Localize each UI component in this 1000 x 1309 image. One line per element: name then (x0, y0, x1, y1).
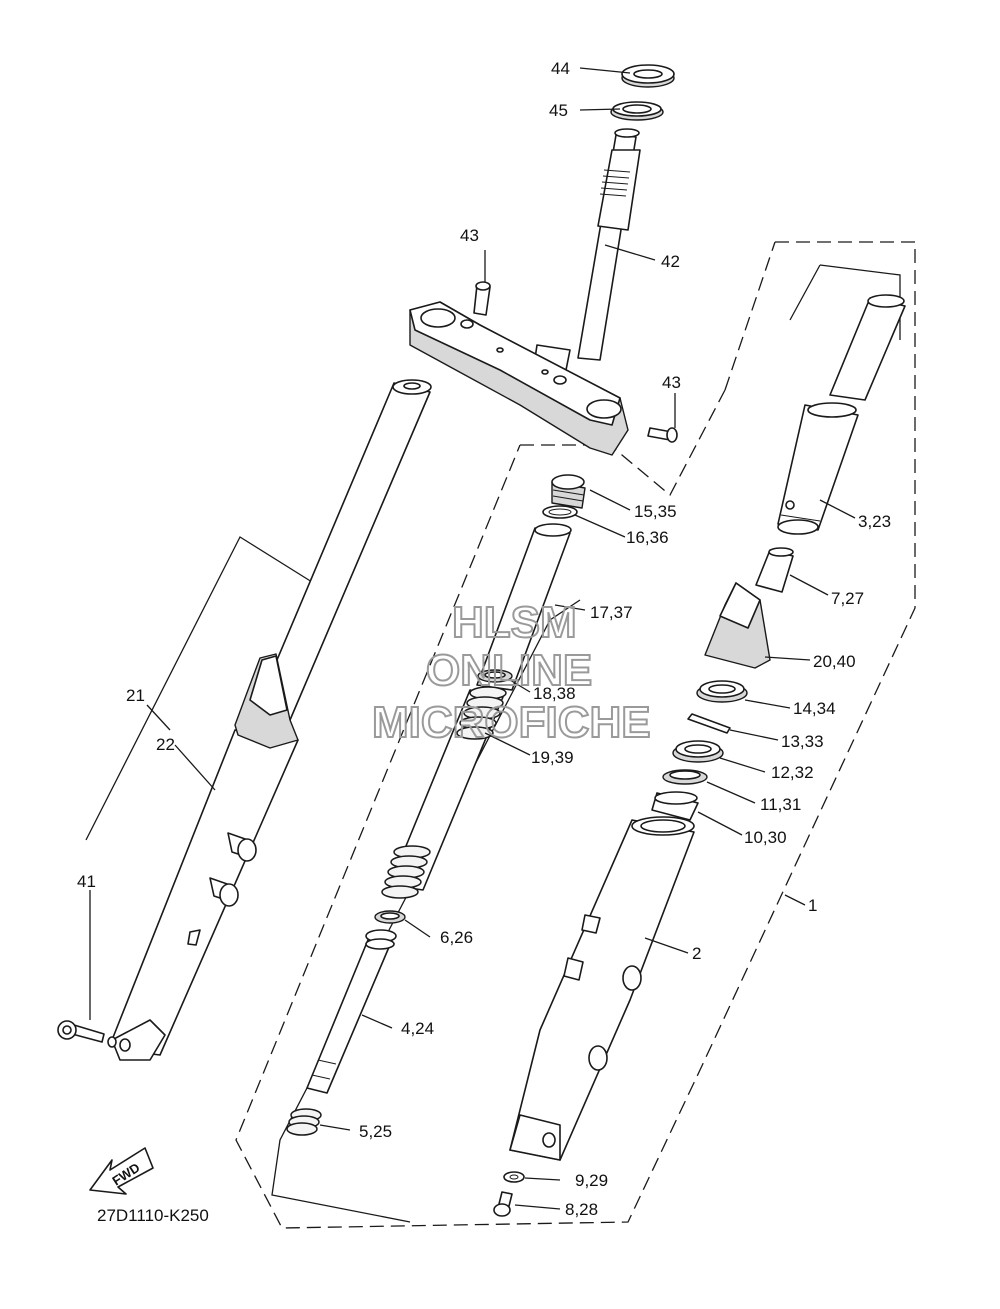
slide-bushing-7 (755, 547, 794, 593)
lower-bracket (409, 301, 629, 456)
washer-12 (672, 740, 724, 763)
callout-20-40: 20,40 (813, 652, 856, 671)
callout-22: 22 (156, 735, 175, 754)
leader-lines (146, 67, 856, 1210)
assembly-outline-inner (520, 389, 726, 497)
callout-17-37: 17,37 (590, 603, 633, 622)
callout-2: 2 (692, 944, 701, 963)
callout-21: 21 (126, 686, 145, 705)
steering-stem (532, 128, 641, 376)
watermark-line-1: HLSM (452, 598, 577, 647)
ring-6 (374, 910, 406, 924)
bolt-43-side (647, 427, 678, 443)
callout-18-38: 18,38 (533, 684, 576, 703)
bolt-43-top (473, 281, 491, 316)
callout-10-30: 10,30 (744, 828, 787, 847)
callout-43-top: 43 (460, 226, 479, 245)
assembly-outline-right (235, 241, 916, 1229)
bolt-8 (493, 1191, 513, 1217)
callout-8-28: 8,28 (565, 1200, 598, 1219)
watermark-line-3: MICROFICHE (372, 698, 651, 747)
callout-15-35: 15,35 (634, 502, 677, 521)
callout-1: 1 (808, 896, 817, 915)
clip-13 (687, 713, 731, 734)
callout-12-32: 12,32 (771, 763, 814, 782)
o-ring-16 (542, 505, 578, 519)
callout-labels: 44 45 43 42 43 15,35 16,36 17,37 18,38 1… (77, 59, 891, 1219)
rebound-spring-5 (286, 1108, 322, 1136)
bracket-inner-left (271, 599, 581, 1223)
washer-45 (610, 101, 664, 121)
callout-16-36: 16,36 (626, 528, 669, 547)
bushing-11 (662, 769, 708, 785)
inner-tube-3 (777, 294, 906, 535)
assembly-outline-top (724, 241, 776, 391)
callout-13-33: 13,33 (781, 732, 824, 751)
callout-9-29: 9,29 (575, 1171, 608, 1190)
fork-spring-19 (381, 686, 507, 899)
dust-cover-20 (704, 582, 771, 669)
callout-11-31: 11,31 (760, 795, 801, 814)
bushing-10 (651, 791, 699, 821)
callout-4-24: 4,24 (401, 1019, 434, 1038)
outer-tube-2 (509, 816, 695, 1161)
copper-washer-9 (503, 1171, 525, 1183)
callout-41: 41 (77, 872, 96, 891)
callout-6-26: 6,26 (440, 928, 473, 947)
callout-3-23: 3,23 (858, 512, 891, 531)
fwd-arrow-icon: FWD (89, 1147, 154, 1195)
callout-44: 44 (551, 59, 570, 78)
spacer-17 (476, 523, 572, 691)
callout-42: 42 (661, 252, 680, 271)
damper-rod-4 (306, 929, 397, 1094)
callout-19-39: 19,39 (531, 748, 574, 767)
diagram-code: 27D1110-K250 (97, 1206, 209, 1225)
callout-45: 45 (549, 101, 568, 120)
oil-seal-14 (696, 680, 748, 703)
steering-nut (621, 64, 675, 88)
bracket-line-3 (789, 264, 821, 321)
washer-18 (477, 669, 513, 683)
watermark-line-2: ONLINE (426, 646, 592, 695)
callout-5-25: 5,25 (359, 1122, 392, 1141)
bracket-left-22 (85, 536, 313, 841)
callout-43-side: 43 (662, 373, 681, 392)
cap-bolt-15 (551, 474, 586, 509)
callout-14-34: 14,34 (793, 699, 836, 718)
left-fork-assembly (57, 379, 432, 1061)
watermark: HLSM ONLINE MICROFICHE (371, 597, 652, 748)
callout-7-27: 7,27 (831, 589, 864, 608)
